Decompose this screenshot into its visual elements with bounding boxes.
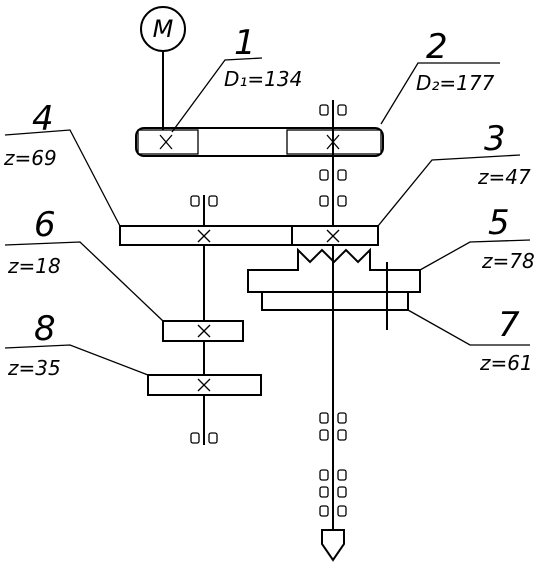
- label-2-number: 2: [426, 27, 448, 67]
- bearing-mark: [337, 486, 347, 498]
- label-8-number: 8: [34, 309, 56, 349]
- bearing-mark: [190, 432, 200, 444]
- bearing-mark: [319, 104, 329, 116]
- label-8-param: z=35: [7, 356, 61, 380]
- label-7-number: 7: [498, 305, 520, 345]
- bearings: [190, 104, 347, 517]
- gear-7: [261, 291, 409, 311]
- bearing-mark: [319, 169, 329, 181]
- leader-8: [4, 344, 149, 376]
- bearing-mark: [337, 469, 347, 481]
- leader-5: [419, 239, 531, 271]
- leader-6: [4, 241, 164, 322]
- bearing-mark: [319, 505, 329, 517]
- labels: 1 D₁=134 2 D₂=177 3 z=47 4 z=69 5 z=78 6…: [3, 23, 535, 380]
- gear-8-cross: [197, 378, 211, 392]
- bearing-mark: [337, 412, 347, 424]
- label-5-number: 5: [488, 203, 510, 243]
- belt: [135, 127, 384, 157]
- bearing-mark: [208, 195, 218, 207]
- label-5-param: z=78: [481, 249, 535, 273]
- gear-3-cross: [326, 229, 340, 243]
- spindle-tip: [321, 529, 345, 562]
- label-2-param: D₂=177: [416, 71, 495, 95]
- bearing-mark: [190, 195, 200, 207]
- bearing-mark: [337, 169, 347, 181]
- bearing-mark: [337, 429, 347, 441]
- label-7-param: z=61: [479, 351, 533, 375]
- bearing-mark: [337, 104, 347, 116]
- label-4-number: 4: [32, 99, 54, 139]
- bearing-mark: [319, 429, 329, 441]
- gear-4: [119, 225, 293, 246]
- gear-6-cross: [197, 324, 211, 338]
- label-3-param: z=47: [477, 165, 531, 189]
- gear-4-cross: [197, 229, 211, 243]
- bearing-mark: [319, 469, 329, 481]
- bearing-mark: [319, 195, 329, 207]
- bearing-mark: [319, 486, 329, 498]
- motor: M: [140, 6, 186, 130]
- belt-drive: [135, 127, 384, 157]
- leader-4: [4, 129, 121, 227]
- label-6-number: 6: [34, 205, 56, 245]
- motor-label: M: [153, 15, 174, 43]
- label-4-param: z=69: [3, 146, 57, 170]
- bearing-mark: [319, 412, 329, 424]
- leader-3: [377, 154, 521, 227]
- bearing-mark: [337, 505, 347, 517]
- label-1-param: D₁=134: [224, 67, 302, 91]
- bearing-mark: [337, 195, 347, 207]
- pulley-1-cross: [159, 134, 173, 150]
- pulley-1: [137, 129, 199, 155]
- leader-2: [380, 62, 500, 125]
- leader-7: [407, 309, 530, 346]
- leader-1: [171, 57, 263, 133]
- label-6-param: z=18: [7, 254, 61, 278]
- label-3-number: 3: [484, 119, 506, 159]
- label-1-number: 1: [234, 23, 256, 63]
- bearing-mark: [208, 432, 218, 444]
- gear-3: [291, 225, 379, 246]
- leader-lines: [4, 57, 531, 376]
- gear-6: [162, 320, 244, 342]
